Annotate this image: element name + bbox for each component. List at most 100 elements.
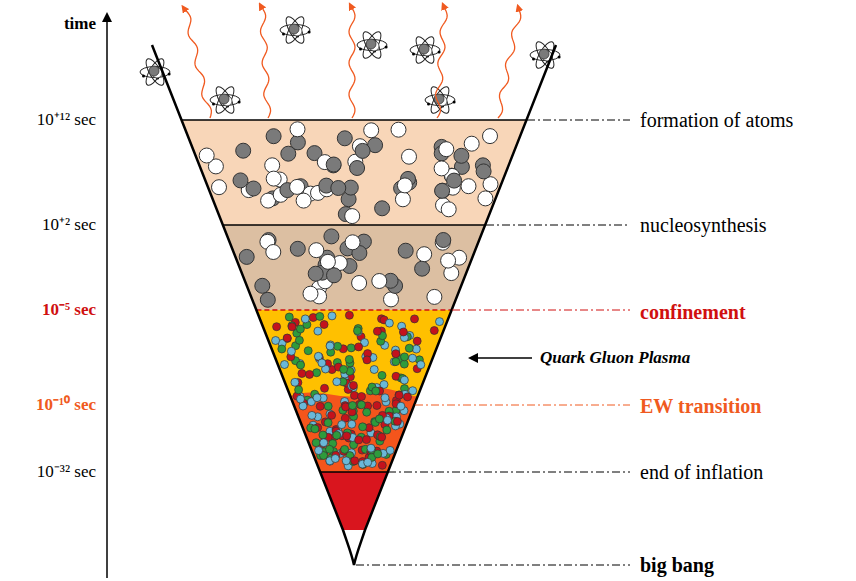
particle [383,426,391,434]
particle [367,444,375,452]
particle [273,323,281,331]
nucleon [289,24,299,34]
particle [363,436,371,444]
time-tick: 10⁺¹² sec [37,110,96,130]
particle [281,361,289,369]
nucleosynthesis-band [223,225,485,310]
particle [381,394,389,402]
particle [321,384,329,392]
particle [266,245,281,260]
orbit [357,40,387,51]
particle [395,192,410,207]
particle [355,436,363,444]
particle [297,395,305,403]
particle [316,312,324,320]
particle [285,313,293,321]
particle [320,321,328,329]
particle [266,171,281,186]
band-line [182,119,527,121]
electron [359,47,362,50]
particle [417,361,425,369]
orbit [213,84,238,115]
orbit [413,34,438,65]
particle [354,328,362,336]
particle [324,229,339,244]
orbit [360,29,385,60]
particle [392,350,400,358]
particle [342,457,350,465]
particle [413,337,421,345]
electron [168,73,171,76]
particle [454,148,469,163]
particle [337,131,352,146]
particle [439,142,454,157]
particle [288,323,296,331]
particle [349,402,357,410]
particle [326,342,334,350]
particle [311,425,319,433]
particle [395,391,403,399]
particle [401,353,409,361]
particle [343,432,351,440]
atom [410,34,441,65]
particle [364,123,379,138]
leader-line [356,565,630,566]
orbit [283,14,308,45]
particle [378,371,386,379]
particle [397,178,412,193]
particle [333,431,341,439]
leader-line [388,472,630,473]
orbit [533,39,558,70]
nucleon [539,49,549,59]
axis-title: time [64,14,96,34]
electron [453,101,456,104]
particle [320,439,328,447]
particle [290,122,305,137]
particle [411,315,419,323]
particle [315,447,323,455]
particle [290,241,305,256]
orbit [213,84,238,115]
particle [298,370,306,378]
particle [476,164,491,179]
particle [212,180,227,195]
orbit [140,67,170,78]
particle [441,253,456,268]
particle [233,173,248,188]
particle [397,402,405,410]
particle [375,201,390,216]
electron [142,74,145,77]
atom [210,84,241,115]
particle [306,370,314,378]
particle [295,336,303,344]
particle [349,381,357,389]
particle [341,445,349,453]
particle [281,146,296,161]
electron [212,102,215,105]
orbit [530,50,560,61]
orbit [410,45,440,56]
particle [255,278,270,293]
particle [430,327,438,335]
particle [314,327,322,335]
particle [373,402,381,410]
particle [391,122,406,137]
particle [328,312,336,320]
nucleon [419,44,429,54]
particle [295,386,303,394]
epoch-label: end of inflation [640,461,763,484]
particle [434,161,449,176]
particle [278,345,286,353]
electron [412,52,415,55]
particle [392,349,400,357]
particle [359,423,367,431]
leader-line [452,310,630,311]
particle [461,179,476,194]
time-tick: 10⁻¹⁰ sec [36,395,96,415]
photon-arrow [349,4,355,118]
particle [326,158,341,173]
particle [402,149,417,164]
electron [385,46,388,49]
particle [374,450,382,458]
